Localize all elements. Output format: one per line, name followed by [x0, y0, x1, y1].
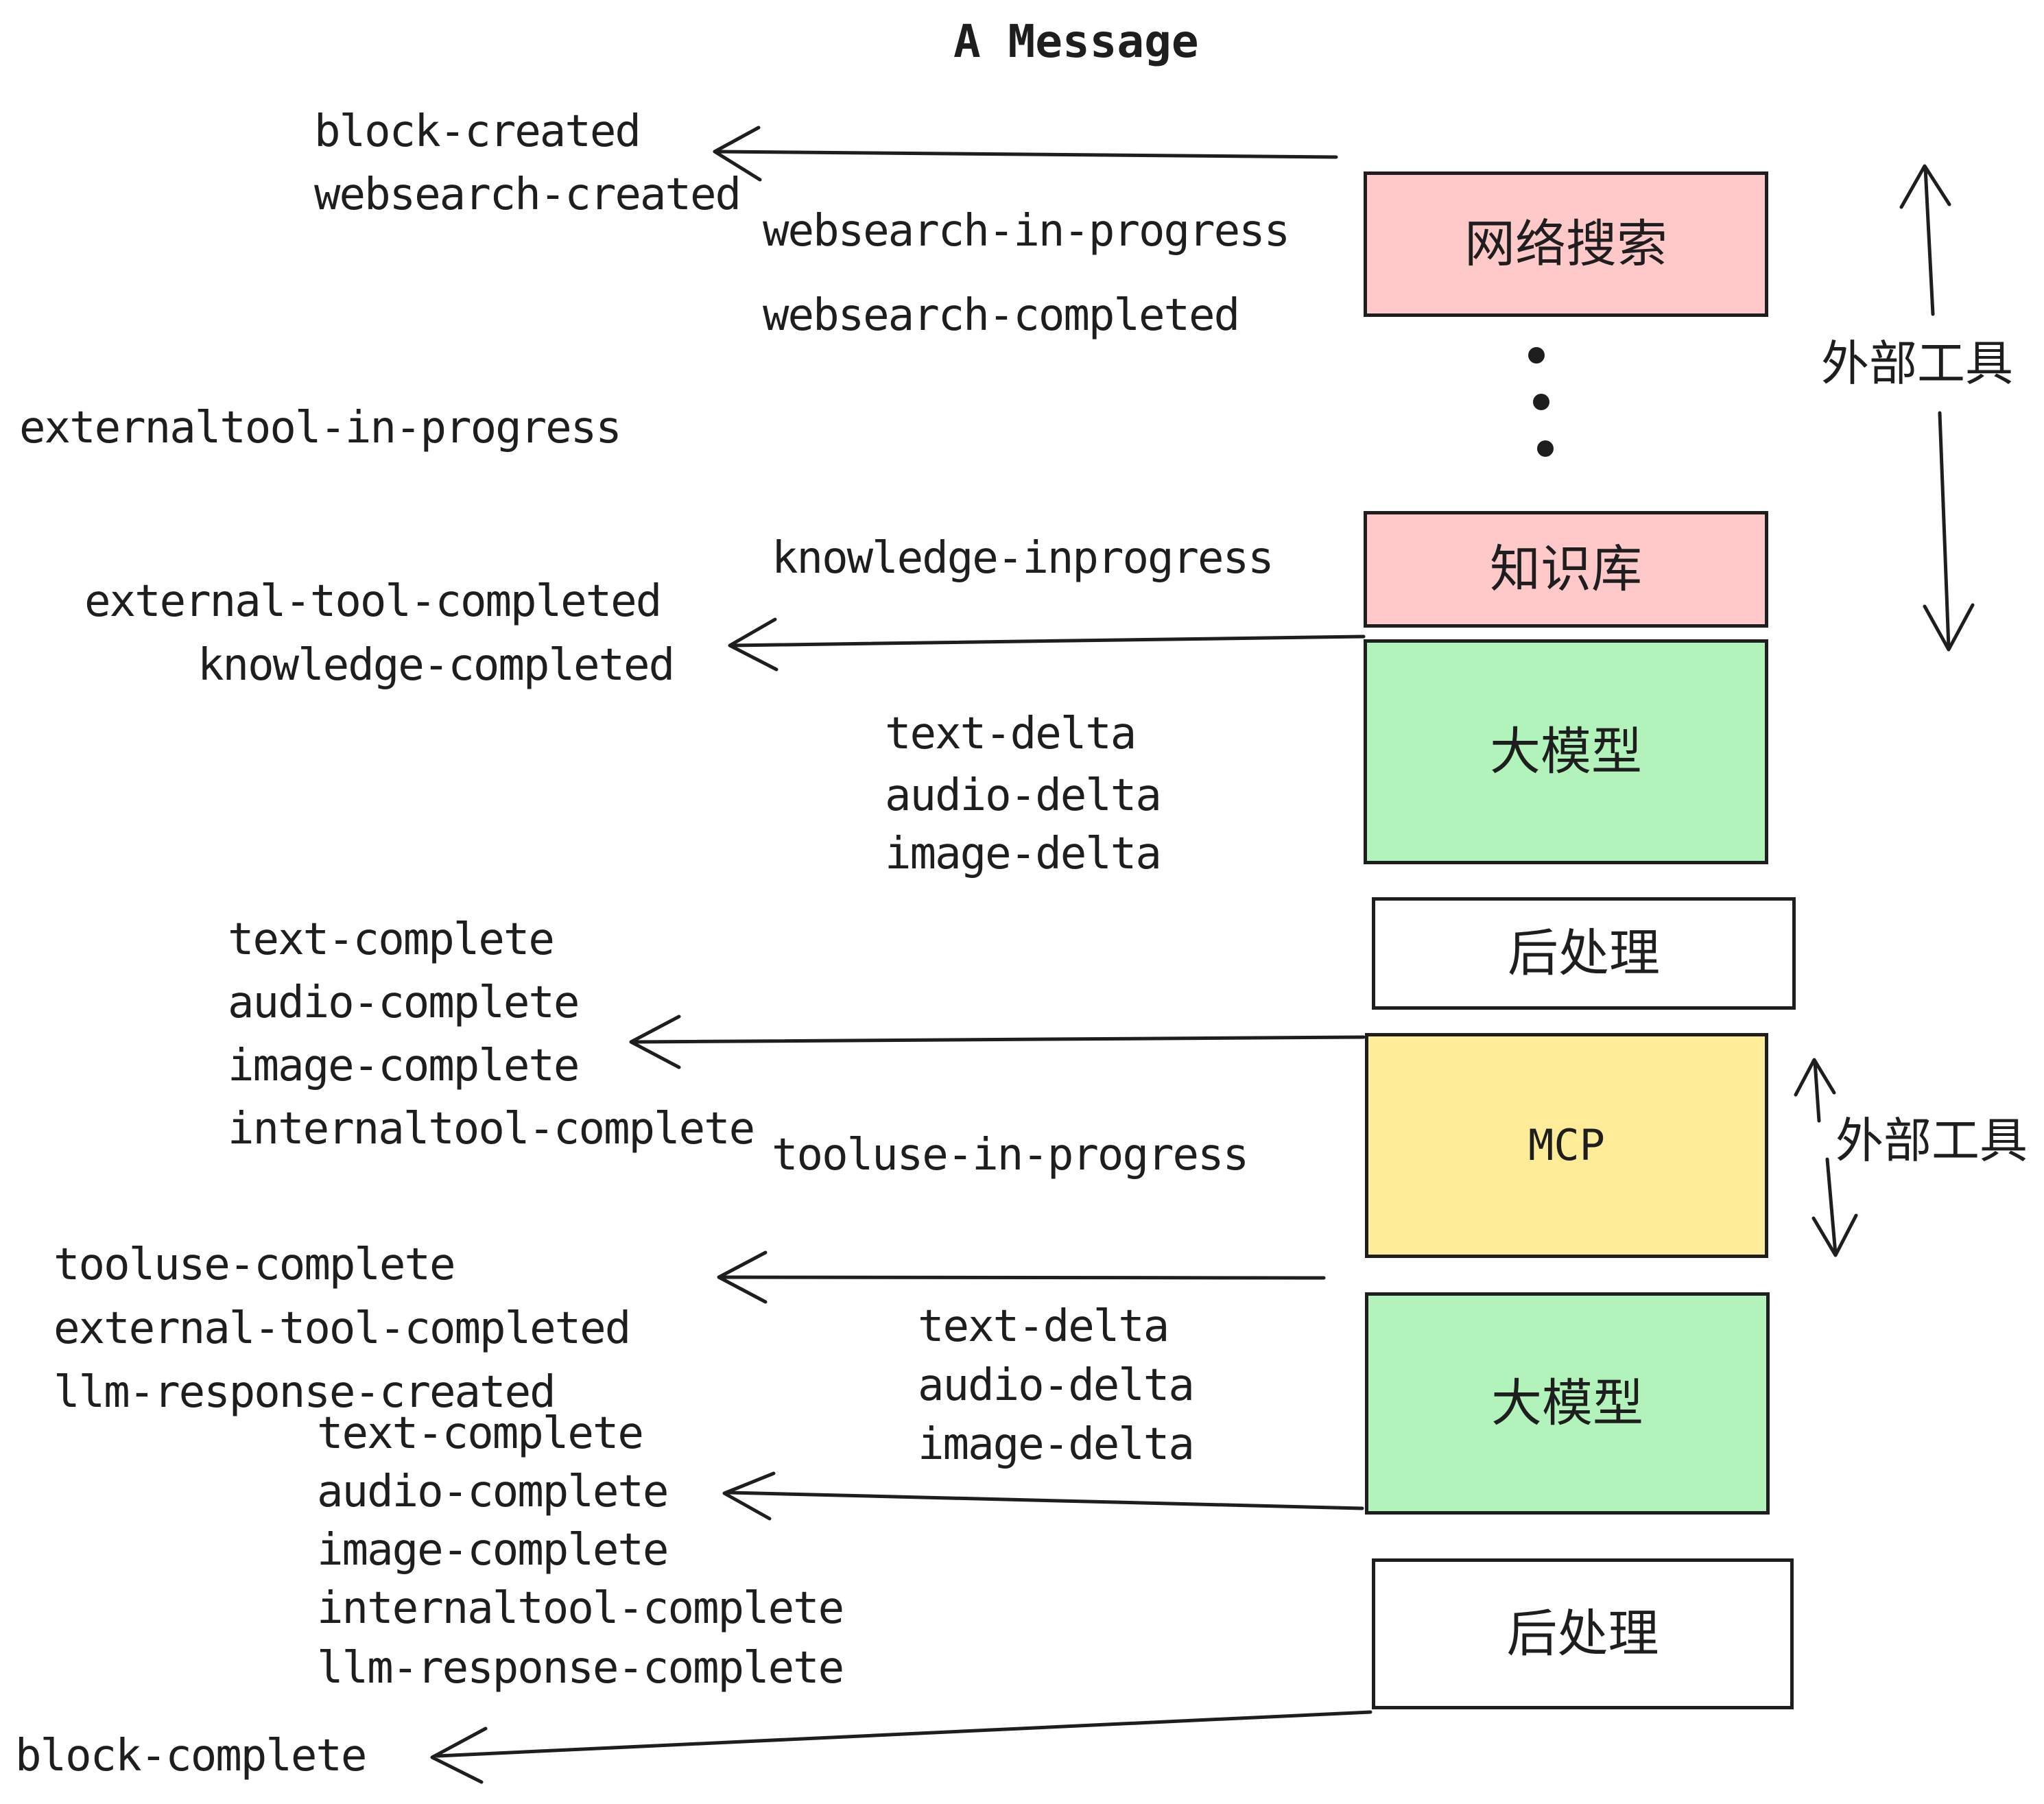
event-knowledge-inprogress: knowledge-inprogress — [772, 533, 1274, 584]
event-text-complete-2: text-complete — [317, 1408, 644, 1459]
event-image-complete-1: image-complete — [228, 1041, 580, 1091]
node-knowledge: 知识库 — [1364, 511, 1768, 628]
event-external-tool-completed: external-tool-completed — [84, 576, 662, 627]
event-websearch-created: websearch-created — [314, 169, 741, 220]
side-label-external-tools-2: 外部工具 — [1835, 1113, 2028, 1169]
event-websearch-completed: websearch-completed — [763, 290, 1240, 341]
event-websearch-in-progress: websearch-in-progress — [763, 206, 1290, 257]
event-image-complete-2: image-complete — [317, 1525, 669, 1576]
node-llm-2-label: 大模型 — [1491, 1374, 1643, 1433]
node-llm-2: 大模型 — [1365, 1292, 1770, 1515]
event-audio-delta-2: audio-delta — [918, 1360, 1195, 1411]
arrow-knowledge-completed — [728, 617, 1366, 672]
external-tools-up-arrow-2 — [1794, 1058, 1836, 1123]
event-text-delta-2: text-delta — [918, 1301, 1169, 1352]
arrow-block-complete — [430, 1710, 1372, 1784]
arrow-image-complete — [629, 1014, 1366, 1069]
arrow-block-created — [713, 126, 1338, 182]
diagram-title: A Message — [953, 15, 1199, 68]
event-audio-complete-2: audio-complete — [317, 1467, 669, 1517]
event-internaltool-complete-1: internaltool-complete — [228, 1104, 755, 1154]
event-tooluse-complete: tooluse-complete — [54, 1239, 455, 1290]
event-block-created: block-created — [314, 106, 641, 157]
event-image-delta-2: image-delta — [918, 1419, 1195, 1470]
side-label-external-tools-1: 外部工具 — [1821, 335, 2013, 392]
external-tools-down-arrow-1 — [1923, 411, 1975, 652]
event-knowledge-completed: knowledge-completed — [198, 640, 675, 691]
arrow-external-tool-completed — [717, 1250, 1326, 1304]
node-knowledge-label: 知识库 — [1490, 540, 1642, 599]
ellipsis-dots — [1528, 347, 1554, 457]
arrow-audio-complete — [722, 1471, 1364, 1521]
event-block-complete: block-complete — [15, 1731, 367, 1781]
event-audio-complete-1: audio-complete — [228, 977, 580, 1028]
event-external-tool-completed-2: external-tool-completed — [54, 1303, 631, 1354]
node-postprocess-1-label: 后处理 — [1508, 924, 1660, 983]
event-text-delta-1: text-delta — [885, 709, 1137, 759]
node-llm-1: 大模型 — [1364, 639, 1768, 864]
node-mcp: MCP — [1365, 1033, 1768, 1258]
event-externaltool-in-progress: externaltool-in-progress — [19, 403, 622, 453]
event-tooluse-in-progress: tooluse-in-progress — [772, 1130, 1249, 1180]
node-llm-1-label: 大模型 — [1490, 722, 1642, 781]
node-websearch-label: 网络搜索 — [1464, 215, 1667, 274]
external-tools-down-arrow-2 — [1811, 1157, 1858, 1257]
node-postprocess-1: 后处理 — [1372, 897, 1796, 1010]
node-mcp-label: MCP — [1528, 1120, 1605, 1170]
node-postprocess-2: 后处理 — [1372, 1558, 1794, 1709]
event-llm-response-created: llm-response-created — [54, 1367, 556, 1418]
event-llm-response-complete: llm-response-complete — [317, 1643, 844, 1694]
external-tools-up-arrow-1 — [1899, 164, 1951, 316]
event-text-complete-1: text-complete — [228, 914, 555, 965]
event-audio-delta-1: audio-delta — [885, 770, 1162, 821]
event-internaltool-complete-2: internaltool-complete — [317, 1583, 844, 1634]
node-postprocess-2-label: 后处理 — [1506, 1604, 1659, 1663]
event-image-delta-1: image-delta — [885, 829, 1162, 879]
node-websearch: 网络搜索 — [1364, 171, 1768, 317]
